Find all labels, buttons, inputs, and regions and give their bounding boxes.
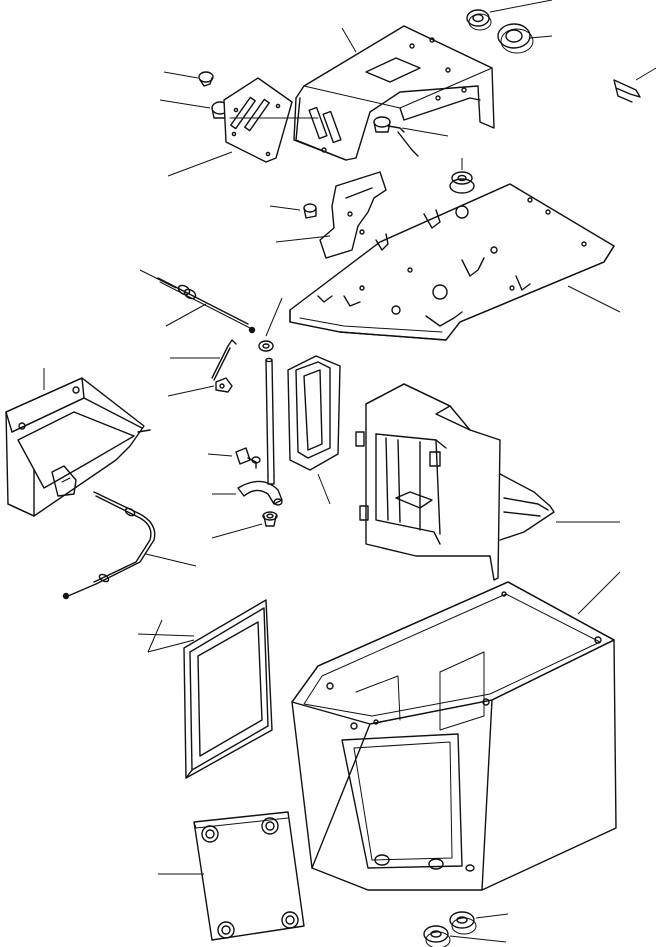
leader-23 <box>211 523 263 539</box>
leader-31 <box>449 935 507 943</box>
leader-21 <box>207 453 233 457</box>
inner-frame <box>355 383 555 581</box>
leader-3 <box>635 67 657 81</box>
spring-rod <box>211 339 237 381</box>
rubber-grommet <box>466 9 492 31</box>
cable-clamp <box>235 447 261 469</box>
rod <box>265 357 275 485</box>
leader-20 <box>145 553 197 567</box>
leader-7 <box>167 151 233 177</box>
leader-13 <box>139 269 177 289</box>
leader-6 <box>159 99 211 109</box>
window-frame <box>183 599 273 779</box>
leader-27 <box>147 639 195 653</box>
bolt <box>198 71 214 87</box>
rubber-grommet-large <box>497 23 534 54</box>
switch <box>373 116 419 157</box>
front-bracket <box>319 171 387 259</box>
left-box <box>5 377 151 517</box>
leader-4 <box>341 27 357 53</box>
washer <box>258 340 274 352</box>
main-deck-plate <box>289 183 615 341</box>
leader-18 <box>317 473 331 505</box>
leader-25 <box>577 571 621 615</box>
leader-15 <box>265 297 283 337</box>
upper-bracket <box>293 25 495 161</box>
leader-28 <box>147 619 163 653</box>
leader-12 <box>567 285 621 313</box>
leader-11 <box>275 235 331 243</box>
leader-17 <box>167 385 215 397</box>
leader-26 <box>137 633 195 637</box>
bushing <box>262 511 278 527</box>
lower-housing <box>291 581 617 891</box>
side-cable <box>62 491 156 600</box>
lever-plate <box>223 77 319 163</box>
leader-5 <box>163 71 199 79</box>
clamp <box>303 203 317 219</box>
clip <box>613 79 641 103</box>
leader-2 <box>529 35 553 39</box>
grommet <box>449 171 475 194</box>
leader-14 <box>165 303 207 327</box>
leader-30 <box>475 913 509 919</box>
leader-10 <box>269 205 301 211</box>
elbow <box>237 480 283 506</box>
cover-plate <box>287 355 341 471</box>
bottom-plate <box>193 811 305 941</box>
leader-1 <box>489 0 553 13</box>
grommet-pair <box>423 911 477 947</box>
lever-clip <box>215 377 233 393</box>
leader-8 <box>401 127 449 137</box>
